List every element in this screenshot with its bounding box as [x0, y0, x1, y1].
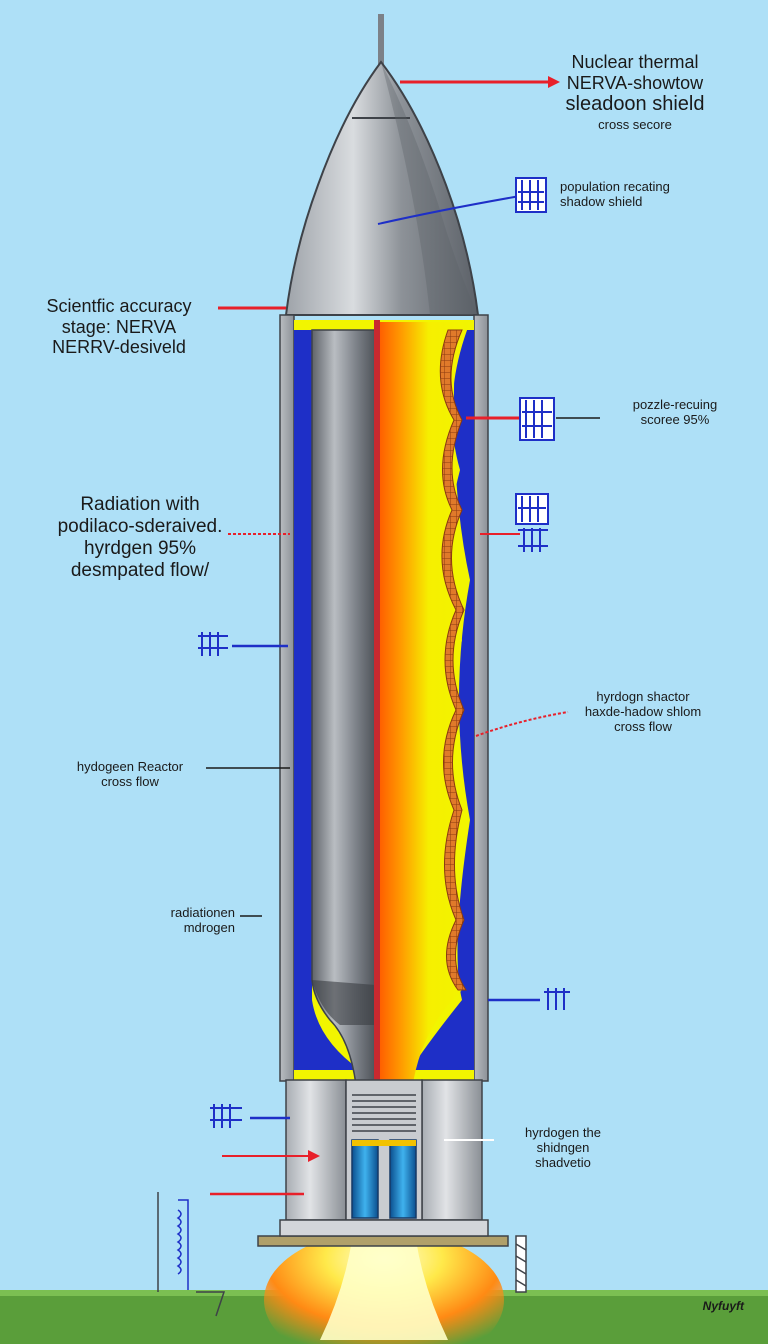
base-skirt: [279, 1219, 489, 1237]
label-line: shadow shield: [560, 193, 643, 209]
hull-outer-right: [473, 314, 489, 1082]
label-line: pozzle-recuing: [632, 397, 718, 412]
label-line: NERRV-desiveld: [52, 337, 186, 358]
launch-tower-right: [515, 1235, 527, 1293]
hull-outer-left: [279, 314, 295, 1082]
label-line: cross flow: [101, 773, 159, 789]
reactor-core: [378, 322, 470, 1090]
nozzle-ring: [352, 1140, 416, 1146]
label-population-shadow-shield: population recating shadow shield: [560, 179, 710, 210]
shadow-shield-right: [410, 330, 474, 1070]
turbopump-coils: [352, 1094, 416, 1132]
label-line: hyrdogen the: [525, 1125, 601, 1140]
pointer-lines: [206, 76, 600, 1196]
label-radiation-hydrogen-flow: Radiation with podilaco-sderaived. hyrdg…: [30, 494, 250, 581]
feed-line: [374, 320, 380, 1090]
label-line: Radiation with: [80, 494, 200, 515]
label-hydrogen-shactor: hyrdogn shactor haxde-hadow shlom cross …: [548, 689, 738, 735]
launch-tower-left: [157, 1192, 226, 1317]
engine-base-left: [285, 1079, 347, 1221]
control-rod: [311, 329, 377, 1086]
label-scientific-accuracy: Scientfic accuracy stage: NERVA NERRV-de…: [14, 296, 224, 358]
label-line: radiationen: [170, 905, 235, 920]
artist-signature: Nyfuyft: [702, 1299, 744, 1313]
label-hydrogen-reactor: hydogeen Reactor cross flow: [50, 759, 210, 790]
engine-base-right: [421, 1079, 483, 1221]
label-line: hyrdogn shactor: [596, 689, 690, 704]
label-line: Scientfic accuracy: [46, 296, 192, 316]
nose-cone: [284, 60, 480, 316]
label-line: shidngen: [536, 1139, 590, 1155]
coolant-mesh: [439, 329, 467, 991]
label-line: population recating: [560, 179, 670, 194]
label-line: cross secore: [598, 117, 672, 133]
label-nuclear-thermal: Nuclear thermal NERVA-showtow sleadoon s…: [520, 52, 750, 133]
label-line: mdrogen: [183, 919, 235, 935]
label-line: shadvetio: [535, 1154, 591, 1170]
label-puzzle-score: pozzle-recuing scoree 95%: [600, 397, 750, 428]
exhaust-core: [320, 1240, 448, 1340]
shadow-shield-left: [294, 330, 360, 1070]
rod-shadow: [312, 980, 376, 1025]
label-line: scoree 95%: [640, 411, 710, 427]
nozzle-tube-right: [389, 1139, 417, 1219]
label-radiationen-hydrogen: radiationen mdrogen: [110, 905, 235, 936]
label-line: NERVA-showtow: [566, 72, 704, 93]
nose-shadow: [381, 62, 478, 315]
label-line: hydogeen Reactor: [76, 759, 184, 774]
label-hydrogen-the: hyrdogen the shidngen shadvetio: [498, 1125, 628, 1171]
label-line: desmpated flow/: [70, 559, 210, 581]
label-line: haxde-hadow shlom: [584, 703, 702, 719]
label-line: hyrdgen 95%: [84, 537, 196, 559]
label-line: Nuclear thermal: [571, 52, 699, 72]
base-plate: [257, 1235, 509, 1247]
label-line: stage: NERVA: [61, 316, 177, 337]
label-line: cross flow: [614, 718, 672, 734]
nozzle-tube-left: [351, 1139, 379, 1219]
label-line: podilaco-sderaived.: [57, 515, 223, 537]
antenna-mast: [378, 14, 384, 68]
hatch-marker-icons: [198, 177, 570, 1128]
label-line: sleadoon shield: [565, 93, 705, 116]
